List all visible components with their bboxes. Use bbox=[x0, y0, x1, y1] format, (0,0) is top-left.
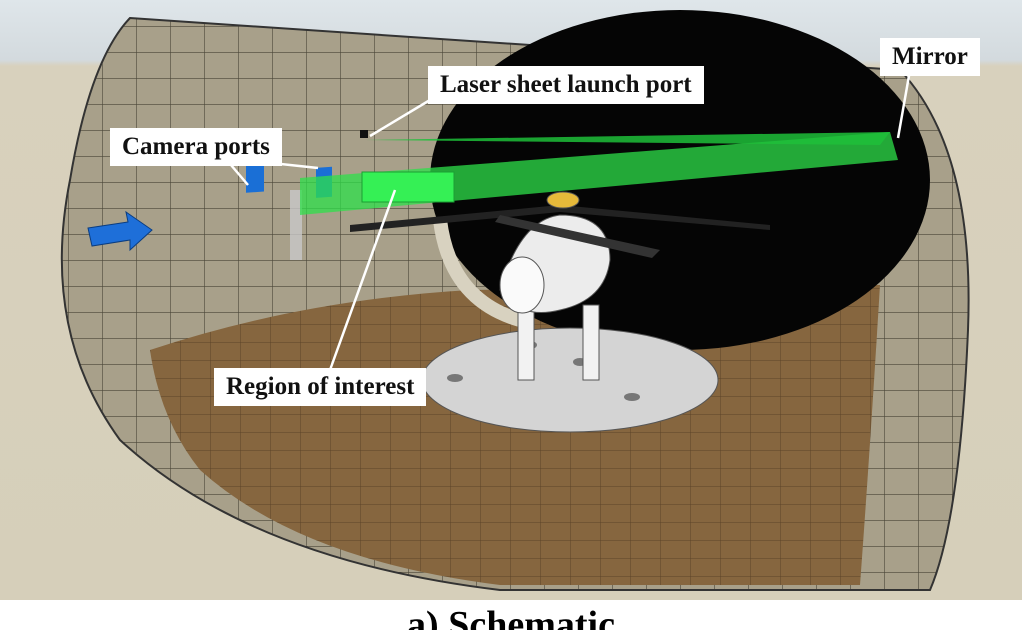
helicopter-model bbox=[350, 191, 770, 381]
flow-direction-arrow bbox=[87, 210, 153, 252]
label-region-of-interest: Region of interest bbox=[214, 368, 427, 406]
region-of-interest bbox=[361, 171, 455, 203]
label-laser-sheet-launch-port: Laser sheet launch port bbox=[428, 66, 704, 104]
figure-caption: a) Schematic bbox=[407, 604, 615, 630]
label-mirror: Mirror bbox=[880, 38, 980, 76]
label-camera-ports: Camera ports bbox=[110, 128, 282, 166]
camera-port bbox=[246, 159, 264, 193]
ground-plate bbox=[421, 327, 719, 433]
